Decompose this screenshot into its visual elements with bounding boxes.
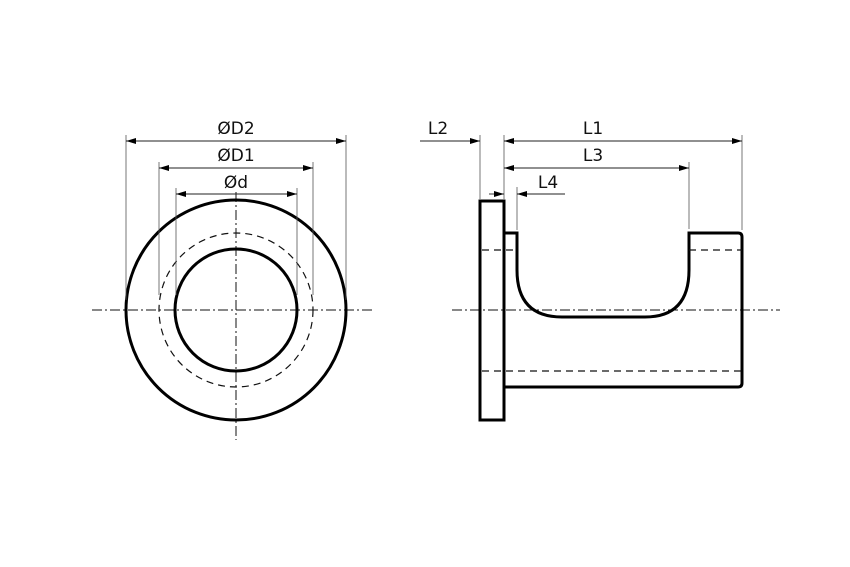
label-d2: ØD2	[217, 119, 254, 139]
flange-outline	[478, 199, 506, 422]
label-l1: L1	[583, 119, 603, 139]
hidden-circle-d1	[158, 232, 314, 388]
front-view: ØD2 ØD1 Ød	[92, 119, 372, 440]
side-view: L2 L1 L3 L4	[420, 119, 780, 422]
outer-circle-d2	[124, 198, 348, 422]
label-d: Ød	[224, 173, 248, 193]
body-outline	[504, 231, 744, 389]
label-l4: L4	[538, 173, 558, 193]
label-d1: ØD1	[217, 146, 254, 166]
inner-circle-d	[173, 247, 299, 373]
label-l3: L3	[583, 146, 603, 166]
label-l2: L2	[428, 119, 448, 139]
